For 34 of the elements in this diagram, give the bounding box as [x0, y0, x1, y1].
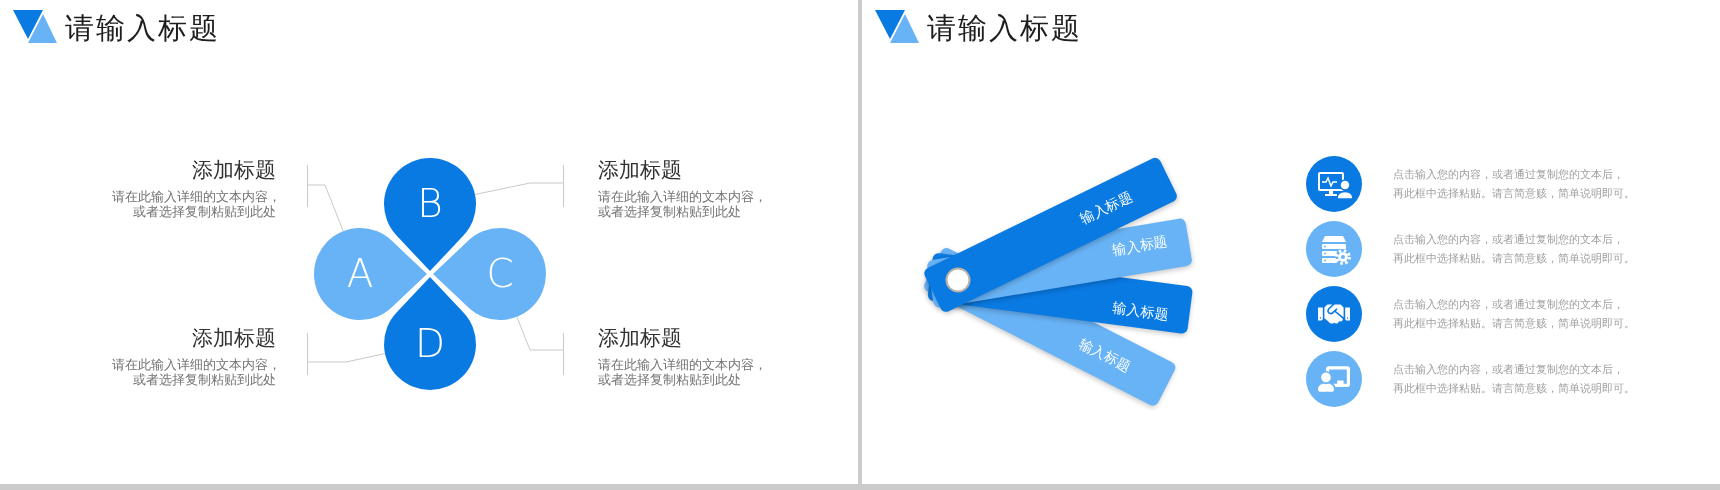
- teardrop-shape: [433, 228, 546, 320]
- callout-text-block: [112, 157, 308, 219]
- block-heading: 添加标题: [598, 157, 682, 183]
- leader-line: [516, 316, 564, 351]
- block-text: 请在此输入详细的文本内容，或者选择复制粘贴到此处: [598, 357, 762, 387]
- petal-letter: C: [486, 254, 514, 294]
- callout-text-block: [563, 325, 762, 387]
- card-label: 输入标题: [1076, 334, 1135, 376]
- description-text: 点击输入您的内容，或者通过复制您的文本后，再此框中选择粘贴。请言简意赅，简单说明即可。: [1393, 167, 1636, 201]
- block-heading: 添加标题: [598, 325, 682, 351]
- leader-line: [307, 353, 386, 363]
- card-label: 输入标题: [1077, 187, 1136, 229]
- teardrop-shape: [384, 277, 476, 390]
- slide-title: 请输入标题: [65, 11, 220, 45]
- teardrop-shape: [314, 228, 427, 320]
- slide-title: 请输入标题: [927, 11, 1082, 45]
- description-text: 点击输入您的内容，或者通过复制您的文本后，再此框中选择粘贴。请言简意赅，简单说明即可。: [1393, 362, 1636, 396]
- block-text: 请在此输入详细的文本内容，或者选择复制粘贴到此处: [112, 357, 276, 387]
- card-label: 输入标题: [1110, 232, 1169, 259]
- callout-text-block: [112, 325, 308, 387]
- block-heading: 添加标题: [192, 325, 276, 351]
- petal-letter: A: [346, 254, 374, 294]
- card-label: 输入标题: [1111, 298, 1170, 324]
- block-text: 请在此输入详细的文本内容，或者选择复制粘贴到此处: [112, 189, 276, 219]
- description-text: 点击输入您的内容，或者通过复制您的文本后，再此框中选择粘贴。请言简意赅，简单说明即可。: [1393, 232, 1636, 266]
- teardrop-shape: [384, 158, 476, 271]
- description-text: 点击输入您的内容，或者通过复制您的文本后，再此框中选择粘贴。请言简意赅，简单说明即可。: [1393, 297, 1636, 331]
- leader-line: [307, 184, 344, 232]
- petal-letter: D: [415, 324, 445, 364]
- block-heading: 添加标题: [192, 157, 276, 183]
- callout-text-block: [563, 157, 762, 219]
- leader-line: [474, 182, 564, 195]
- block-text: 请在此输入详细的文本内容，或者选择复制粘贴到此处: [598, 189, 762, 219]
- petal-letter: B: [417, 184, 443, 224]
